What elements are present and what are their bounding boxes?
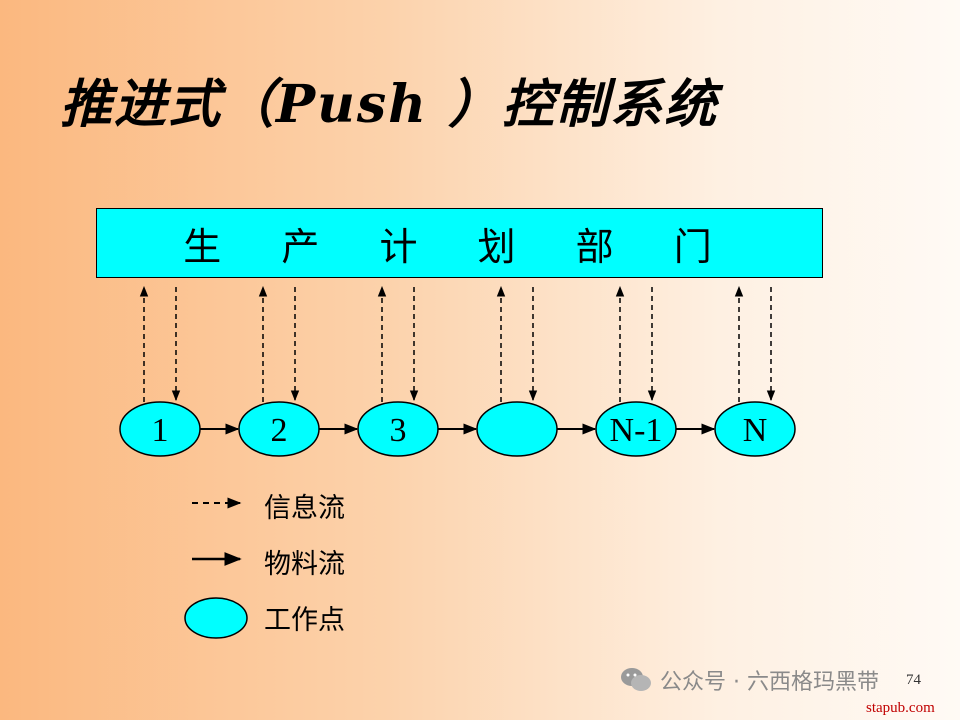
work-point-node [357,401,439,457]
node-label: 3 [390,412,407,449]
node-label: 1 [152,412,169,449]
site-url: stapub.com [866,700,935,716]
department-label: 生 产 计 划 部 门 [183,224,736,269]
watermark: 公众号 · 六西格玛黑带 [620,664,879,696]
page-number: 74 [906,672,921,688]
watermark-text: 公众号 · 六西格玛黑带 [660,670,879,695]
legend-info-flow-label: 信息流 [264,493,345,524]
work-point-node [476,401,558,457]
production-planning-department-box: 生 产 计 划 部 门 [96,208,823,278]
node-label: N-1 [610,412,663,449]
work-point-node [119,401,201,457]
info-flow-arrows [139,285,776,402]
slide-title: 推进式（Push ）控制系统 [60,74,719,135]
work-point-node [238,401,320,457]
work-point-node [714,401,796,457]
work-point-nodes: 1 2 3 N-1 N [119,401,796,457]
node-label: 2 [271,412,288,449]
work-point-node [595,401,677,457]
node-label: N [743,412,768,449]
legend-material-flow-label: 物料流 [264,549,345,580]
legend-work-point-label: 工作点 [264,605,345,636]
wechat-icon [621,668,651,691]
legend-work-point-ellipse [184,597,248,639]
